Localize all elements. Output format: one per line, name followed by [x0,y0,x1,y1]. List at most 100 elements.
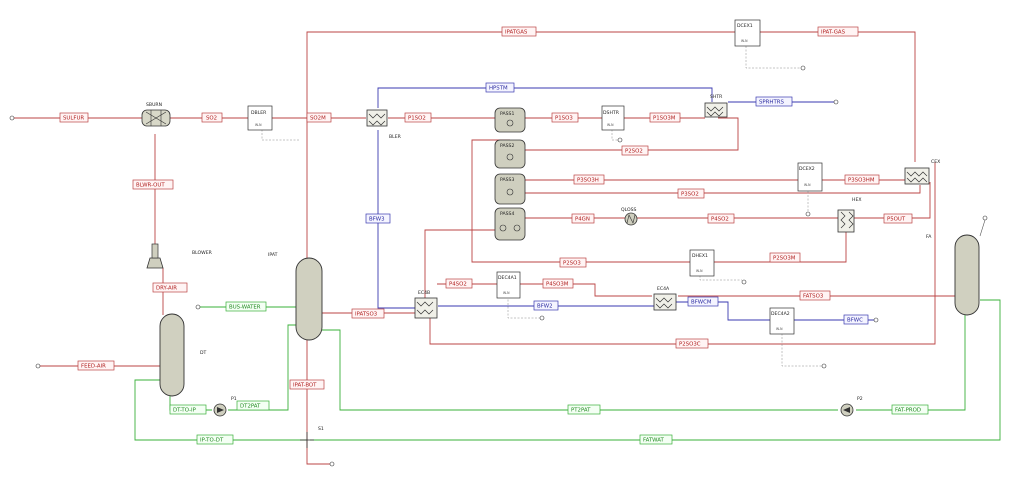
svg-text:IPAT-GAS: IPAT-GAS [821,30,846,36]
svg-text:P4SO2: P4SO2 [711,217,729,223]
tag-bfw3[interactable]: BFW3 [365,213,391,224]
svg-text:PT2PAT: PT2PAT [571,408,591,414]
svg-text:IPATGAS: IPATGAS [505,30,528,36]
svg-text:BFWC: BFWC [847,318,863,324]
dcex1-block[interactable]: W-N [734,19,761,47]
tag-bfwc[interactable]: BFWC [843,314,869,325]
qloss-heater[interactable] [624,212,638,226]
sburn-reactor[interactable] [141,109,171,127]
tag-ipatgas[interactable]: IPATGAS [501,26,537,37]
tag-p4gn[interactable]: P4GN [571,213,595,224]
bler-exchanger[interactable] [366,109,388,127]
line-dt2pat[interactable] [228,324,296,411]
ec4a-exchanger[interactable] [653,293,677,311]
cex-exchanger[interactable] [904,167,930,185]
tag-hpstm[interactable]: HPSTM [485,82,515,93]
svg-text:BUS-WATER: BUS-WATER [229,305,261,311]
dt-column[interactable] [159,313,185,397]
line-ipat-bot[interactable] [306,340,330,465]
work-line-6 [507,296,540,319]
tag-p2so2[interactable]: P2SO2 [621,145,649,156]
tag-p1so2[interactable]: P1SO2 [404,112,432,123]
dshtr-block[interactable]: W-N [601,105,625,131]
fa-column[interactable] [954,234,980,316]
line-fatwat[interactable] [310,299,1001,441]
label-pass3: PASS3 [500,177,514,183]
line-p2so2[interactable] [525,117,739,151]
line-p4so3m[interactable] [520,283,652,297]
tag-p4so3m[interactable]: P4SO3M [542,278,574,289]
line-ipat-gas[interactable] [760,31,916,162]
dec4a1-block[interactable]: W-N [496,271,521,299]
svg-text:IPATSO3: IPATSO3 [355,312,377,318]
line-ipatgas[interactable] [306,31,735,260]
pass4-reactor[interactable] [494,207,526,241]
line-p5out[interactable] [854,182,931,219]
pass2-reactor[interactable] [494,139,526,169]
tag-dt2pat[interactable]: DT2PAT [236,400,270,411]
tag-ipat-gas[interactable]: IPAT-GAS [817,26,859,37]
dhex1-block[interactable]: W-N [689,249,715,277]
tag-p3so2[interactable]: P3SO2 [677,188,705,199]
tag-fatso3[interactable]: FATSO3 [799,290,831,301]
ipat-column[interactable] [295,257,323,341]
line-p4so2[interactable] [424,229,495,298]
line-p3so2[interactable] [525,185,921,194]
terminal-bfwc [873,317,879,323]
tag-sprhtrs[interactable]: SPRHTRS [755,96,793,107]
tag-p3so3h[interactable]: P3SO3H [573,174,605,185]
tag-ip-to-dt[interactable]: IP-TO-DT [196,434,234,445]
line-hpstm[interactable] [377,87,713,108]
line-pt2pat[interactable] [322,329,838,411]
ec4b-exchanger[interactable] [414,297,438,319]
tag-p4so2-hex[interactable]: P4SO2 [707,213,735,224]
tag-dry-air[interactable]: DRY-AIR [152,282,188,293]
blower[interactable] [146,243,164,269]
s1-splitter[interactable] [300,432,314,448]
label-dt: DT [200,350,207,356]
tag-feed-air[interactable]: FEED-AIR [77,360,115,371]
tag-p1so3[interactable]: P1SO3 [551,112,579,123]
tag-bfwcm[interactable]: BFWCM [687,296,719,307]
tag-pt2pat[interactable]: PT2PAT [567,404,601,415]
tag-so2m[interactable]: SO2M [306,112,332,123]
pass3-reactor[interactable] [494,173,526,205]
label-hex: HEX [852,197,862,203]
svg-text:DT2PAT: DT2PAT [240,404,261,410]
svg-text:BLWR-OUT: BLWR-OUT [136,183,165,189]
tag-p4so2-ec4b[interactable]: P4SO2 [445,278,473,289]
tag-p1so3m[interactable]: P1SO3M [649,112,681,123]
tag-ipat-bot[interactable]: IPAT-BOT [289,379,325,390]
svg-text:P1SO2: P1SO2 [408,116,426,122]
dec4a2-block[interactable]: W-N [769,307,795,335]
tag-bus-water[interactable]: BUS-WATER [225,301,267,312]
dbler-block[interactable]: W-N [247,105,273,131]
dcex2-block[interactable]: W-N [797,162,823,192]
shtr-exchanger[interactable] [704,102,728,118]
svg-text:P4SO2: P4SO2 [449,282,467,288]
line-bfw3[interactable] [377,130,418,309]
tag-so2[interactable]: SO2 [201,112,223,123]
p1-pump[interactable] [213,403,227,417]
tag-dt-to-ip[interactable]: DT-TO-IP [169,404,207,415]
tag-fatwat[interactable]: FATWAT [639,434,673,445]
dcex1-note: W-N [741,39,748,43]
tag-bfw2[interactable]: BFW2 [533,300,559,311]
hex-exchanger[interactable] [837,209,855,233]
terminal-dcex2-work [805,211,811,217]
tag-p2so3m[interactable]: P2SO3M [769,252,801,263]
label-p1: P1 [231,396,237,402]
tag-p2so3[interactable]: P2SO3 [559,257,587,268]
line-fat-prod[interactable] [856,315,966,411]
line-p2so3m[interactable] [714,228,847,263]
tag-fat-prod[interactable]: FAT-PROD [891,404,929,415]
tag-p2so3c[interactable]: P2SO3C [675,338,709,349]
tag-p3so3hm[interactable]: P3SO3HM [844,174,880,185]
tag-p5out[interactable]: P5OUT [883,213,913,224]
pass1-reactor[interactable] [494,107,526,133]
p2-pump[interactable] [840,403,854,417]
tag-blwr-out[interactable]: BLWR-OUT [132,179,174,190]
tag-sulfur[interactable]: SULFUR [59,112,89,123]
tag-ipatso3[interactable]: IPATSO3 [351,308,385,319]
